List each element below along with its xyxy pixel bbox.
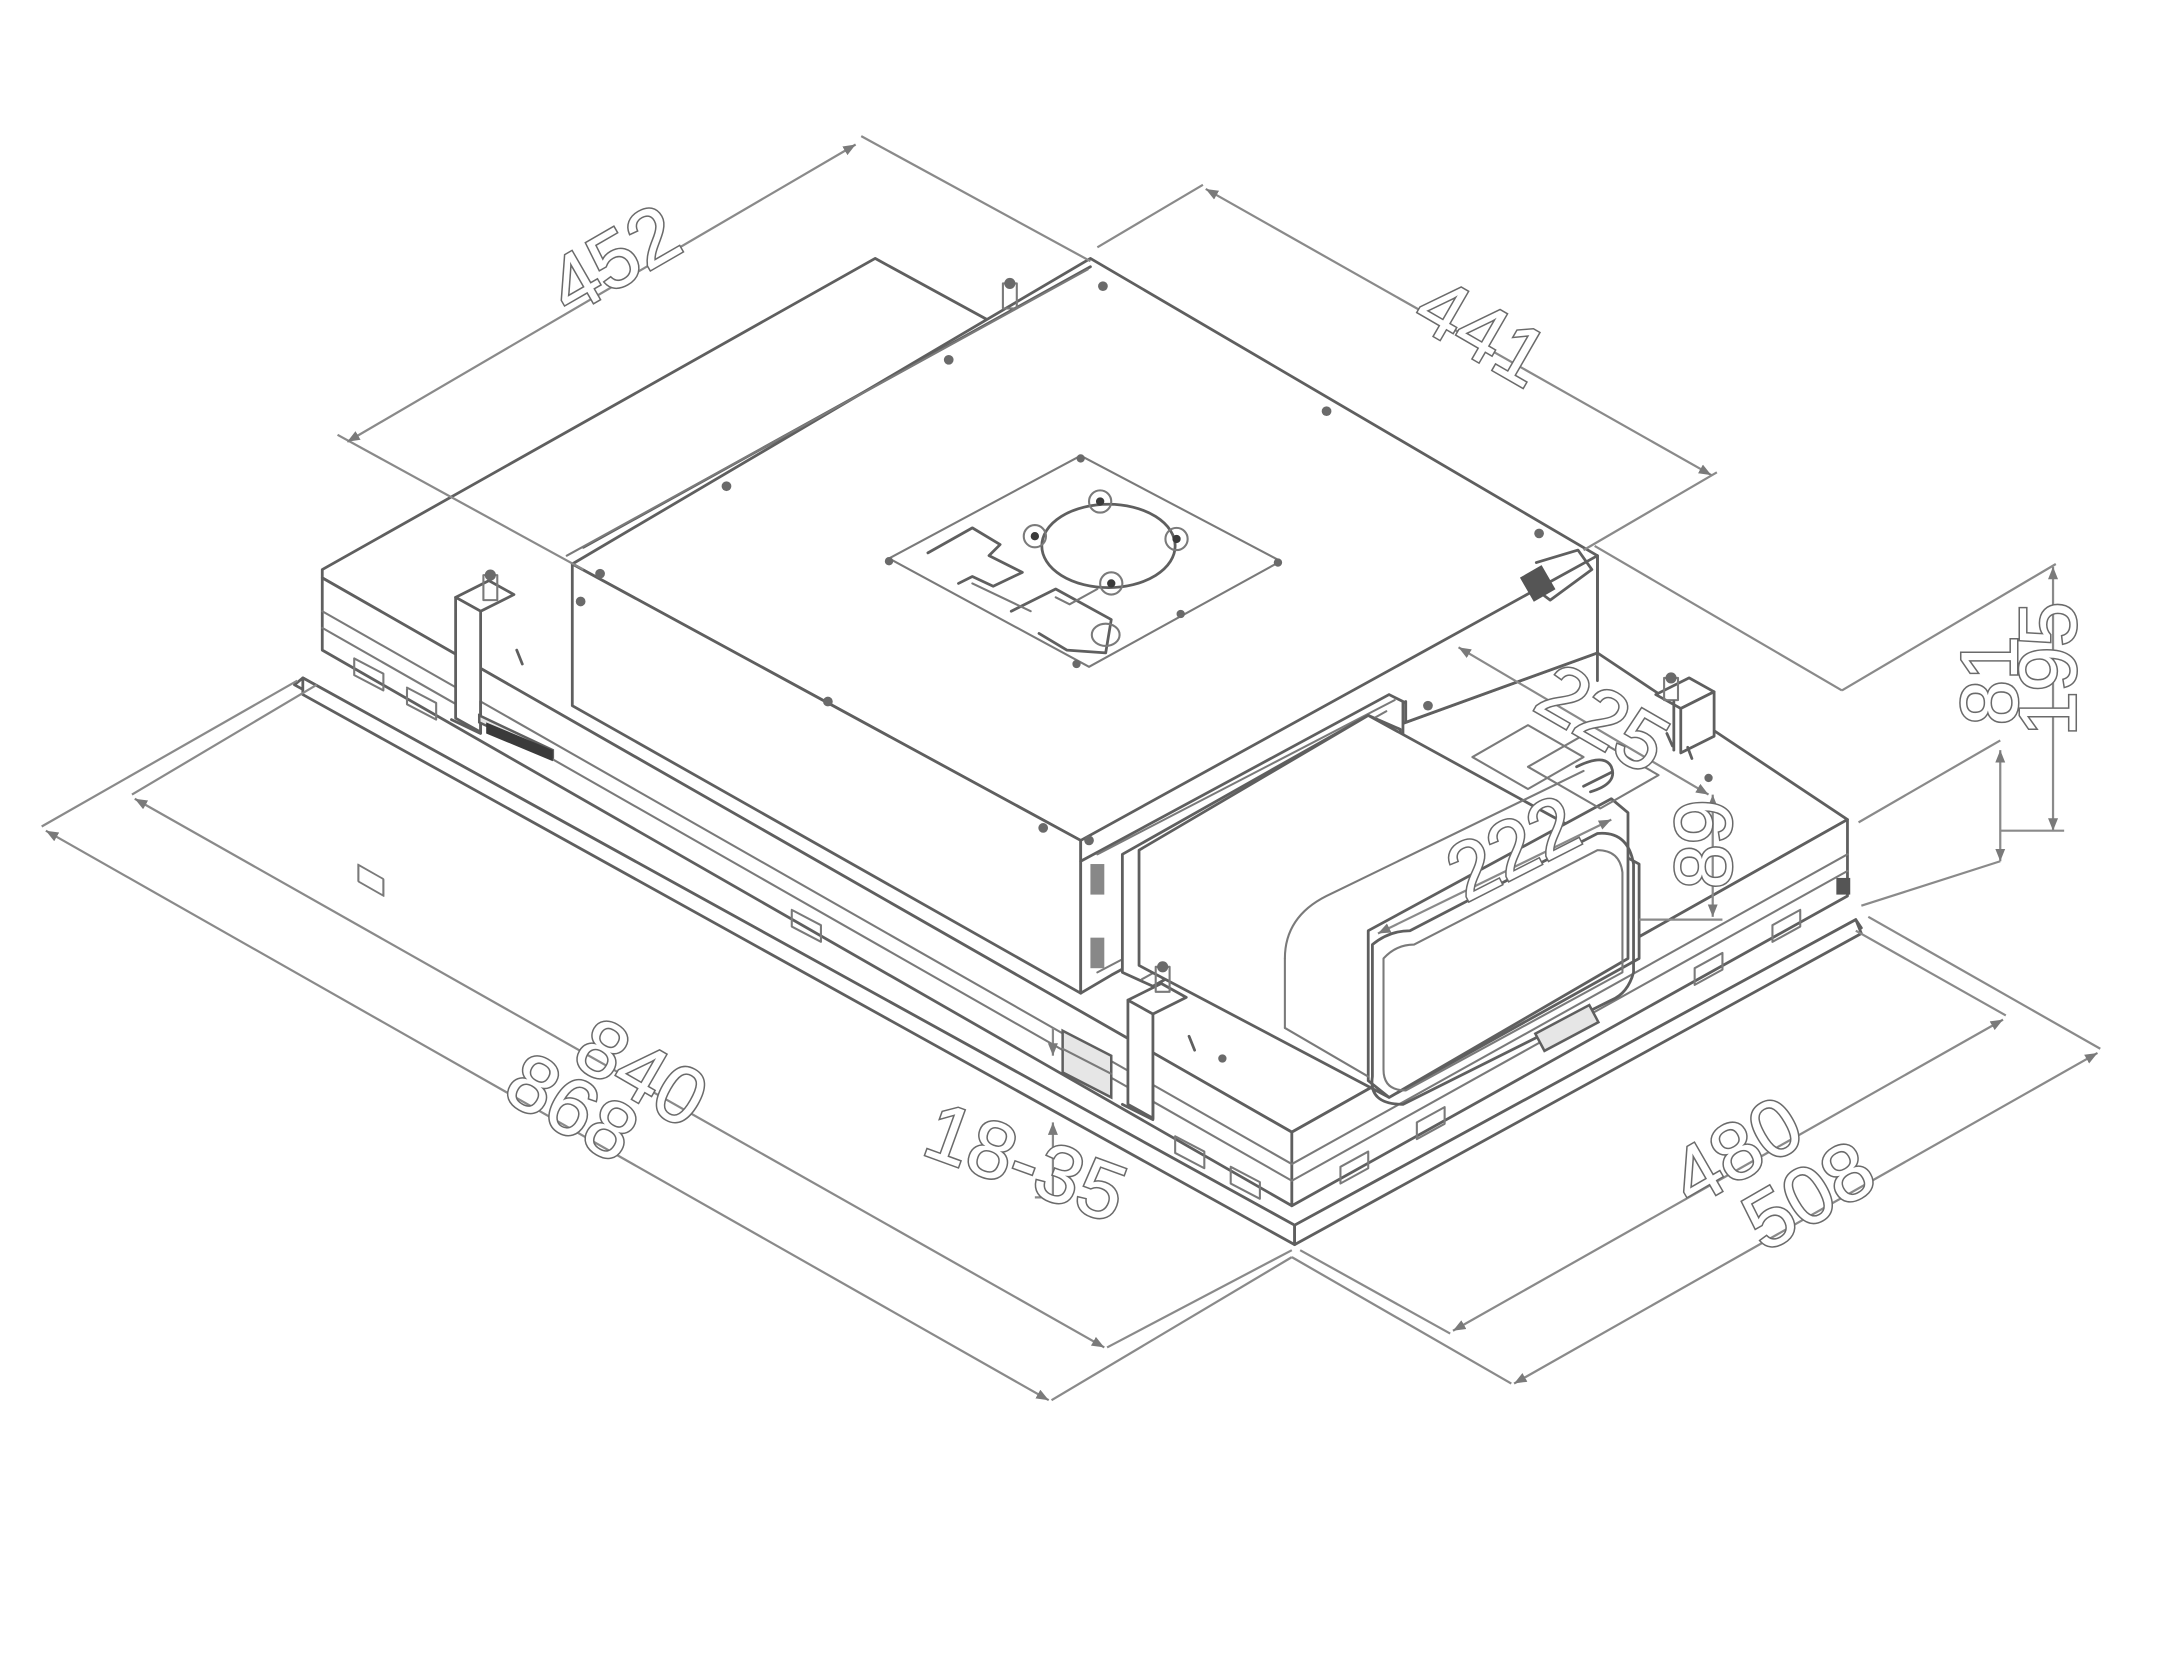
motor-plate bbox=[884, 454, 1283, 669]
dimension-lines bbox=[41, 135, 2101, 1402]
dim-label-89: 89 bbox=[1659, 799, 1749, 889]
dim-label-452: 452 bbox=[534, 187, 695, 332]
housing-screws bbox=[575, 281, 1544, 846]
left-bracket-grille bbox=[477, 713, 555, 762]
dim-label-441: 441 bbox=[1401, 260, 1562, 405]
dim-label-18-35: 18-35 bbox=[913, 1085, 1137, 1240]
dim-label-195: 195 bbox=[2003, 602, 2093, 736]
canopy-clips bbox=[353, 657, 1851, 1200]
dim-label-81: 81 bbox=[1945, 636, 2035, 726]
left-bracket bbox=[450, 569, 555, 762]
